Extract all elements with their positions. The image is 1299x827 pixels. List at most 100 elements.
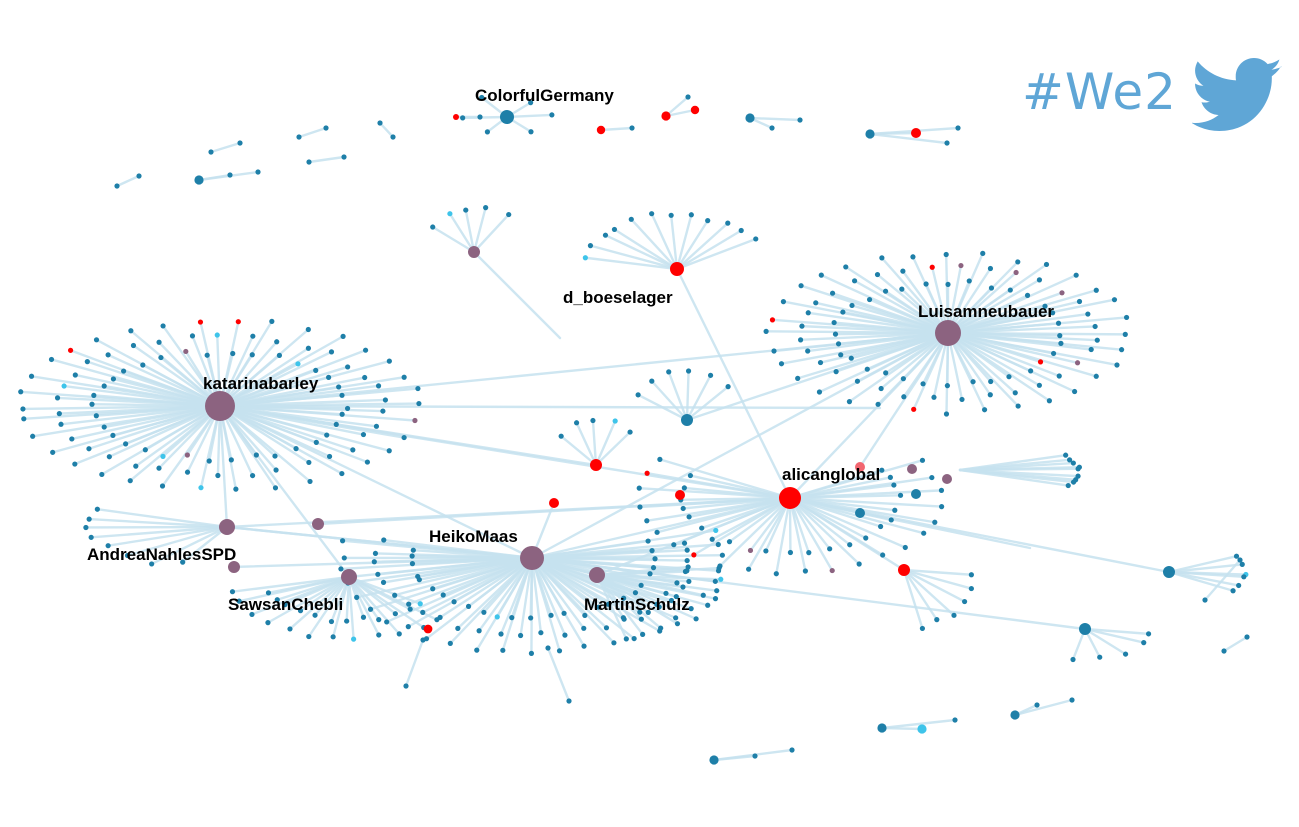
leaf-node xyxy=(611,640,617,646)
graph-edge xyxy=(1167,554,1238,574)
leaf-node xyxy=(725,220,731,226)
graph-edge xyxy=(231,575,351,593)
leaf-node xyxy=(818,272,824,278)
leaf-node xyxy=(795,375,801,381)
leaf-node xyxy=(339,392,345,398)
leaf-node xyxy=(184,452,190,458)
leaf-node xyxy=(725,384,731,390)
leaf-node xyxy=(18,389,24,395)
leaf-node xyxy=(970,379,976,385)
leaf-node xyxy=(628,216,634,222)
graph-edge xyxy=(638,486,792,500)
graph-edge xyxy=(771,318,950,335)
leaf-node xyxy=(396,631,402,637)
leaf-node xyxy=(58,421,64,427)
leaf-node xyxy=(797,117,803,123)
graph-edge xyxy=(595,573,717,600)
leaf-node xyxy=(1042,303,1048,309)
leaf-node xyxy=(856,561,862,567)
leaf-node xyxy=(376,617,382,623)
leaf-node xyxy=(681,485,687,491)
leaf-node xyxy=(866,296,873,303)
leaf-node xyxy=(233,486,239,492)
leaf-node xyxy=(562,632,568,638)
graph-edge xyxy=(718,496,792,568)
graph-edge xyxy=(685,385,730,422)
leaf-node xyxy=(955,125,961,131)
leaf-node xyxy=(142,447,148,453)
graph-edge xyxy=(589,244,679,271)
graph-edge xyxy=(297,126,328,139)
graph-edge xyxy=(799,331,950,342)
leaf-node xyxy=(282,602,288,608)
leaf-node xyxy=(265,590,272,596)
leaf-node xyxy=(888,517,894,523)
leaf-node xyxy=(566,698,572,704)
leaf-node xyxy=(1076,298,1083,305)
leaf-node xyxy=(847,542,853,548)
graph-edge xyxy=(958,467,1080,472)
leaf-node xyxy=(229,589,236,595)
label-boeselager: d_boeselager xyxy=(563,288,673,307)
leaf-node xyxy=(287,626,293,632)
leaf-node xyxy=(364,459,371,465)
leaf-node xyxy=(647,571,653,577)
leaf-node xyxy=(674,621,681,627)
leaf-node xyxy=(1006,374,1012,380)
graph-edge xyxy=(464,208,476,254)
leaf-node xyxy=(377,120,383,126)
leaf-node xyxy=(649,211,655,217)
graph-edge xyxy=(599,126,634,132)
leaf-node xyxy=(272,485,279,491)
leaf-node xyxy=(1012,390,1018,396)
leaf-node xyxy=(829,290,836,296)
leaf-node xyxy=(477,114,483,120)
leaf-node xyxy=(549,112,555,118)
graph-edge xyxy=(591,419,598,467)
hub-node xyxy=(911,489,921,499)
leaf-node xyxy=(351,636,357,642)
graph-edge xyxy=(431,225,476,254)
leaf-node xyxy=(375,571,381,577)
leaf-node xyxy=(312,612,318,618)
graph-edge xyxy=(946,273,1078,335)
graph-edge xyxy=(181,525,229,564)
leaf-node xyxy=(879,467,885,473)
leaf-node xyxy=(30,433,36,439)
leaf-node xyxy=(1036,277,1043,283)
leaf-node xyxy=(887,474,893,480)
leaf-node xyxy=(1046,398,1052,404)
leaf-node xyxy=(375,383,382,389)
leaf-node xyxy=(265,620,271,626)
leaf-node xyxy=(403,683,409,689)
leaf-node xyxy=(649,548,655,554)
leaf-node xyxy=(28,373,35,379)
leaf-node xyxy=(747,547,754,554)
graph-edge xyxy=(669,214,679,271)
leaf-node xyxy=(336,384,342,390)
leaf-node xyxy=(410,547,416,553)
graph-edge xyxy=(288,575,351,631)
leaf-node xyxy=(1122,331,1128,337)
leaf-node xyxy=(127,478,133,484)
graph-edge xyxy=(501,556,534,652)
graph-edge xyxy=(472,250,562,340)
leaf-node xyxy=(253,452,259,458)
leaf-node xyxy=(236,598,242,604)
leaf-node xyxy=(498,631,504,637)
graph-edge xyxy=(218,350,333,408)
leaf-node xyxy=(313,439,319,445)
leaf-node xyxy=(415,573,421,580)
leaf-node xyxy=(596,125,606,135)
hub-node-alicanglobal xyxy=(779,487,801,509)
leaf-node xyxy=(373,423,380,429)
leaf-node xyxy=(371,559,377,565)
graph-edge xyxy=(161,404,222,488)
graph-edge xyxy=(595,566,721,577)
brand-hashtag: #We2 xyxy=(1022,63,1177,121)
leaf-node xyxy=(951,612,957,618)
graph-edge xyxy=(115,174,141,188)
graph-edge xyxy=(650,379,689,422)
leaf-node xyxy=(718,576,724,582)
brand-logo: #We2 xyxy=(1022,58,1287,138)
